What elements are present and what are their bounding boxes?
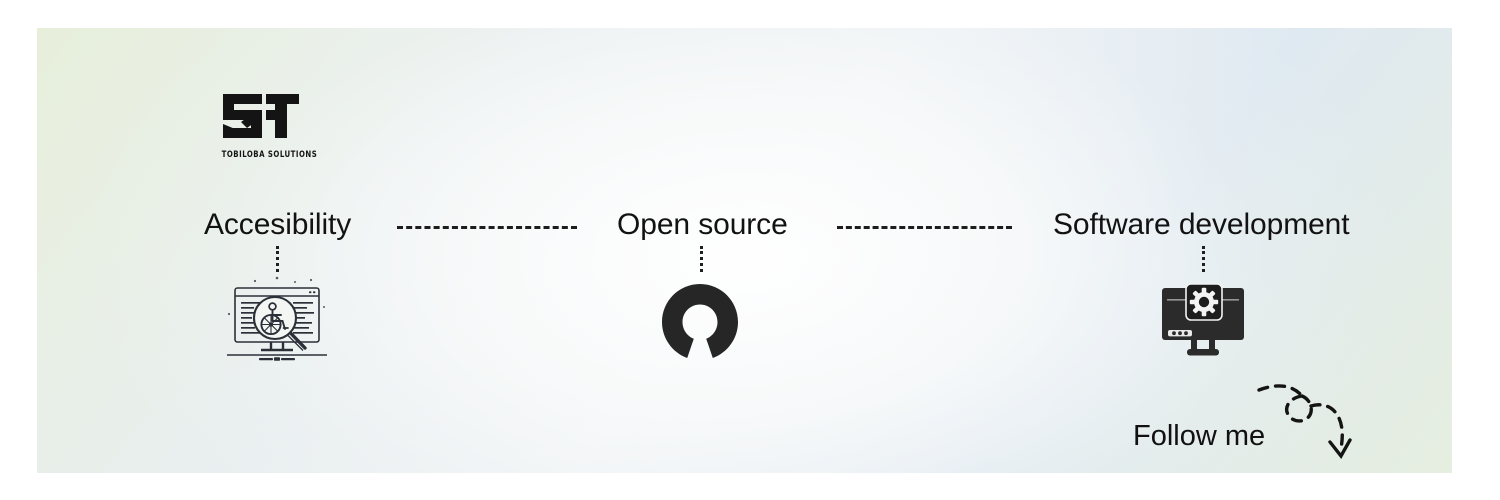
follow-me-label: Follow me [1133,420,1266,452]
pillar-label-open-source: Open source [617,208,788,241]
connector-dashed-accessibility-to-open-source [397,226,577,229]
banner-panel: TOBILOBA SOLUTIONS Accesibility Open sou… [37,28,1452,473]
tobiloba-monogram-icon [223,94,299,138]
connector-dotted-open-source [700,246,703,272]
connector-dotted-software-development [1202,246,1205,272]
pillar-label-software-development: Software development [1053,208,1350,241]
connector-dashed-open-source-to-software [837,226,1012,229]
brand-logo[interactable]: TOBILOBA SOLUTIONS [213,90,318,160]
open-source-keyhole-icon [660,282,740,367]
pillar-label-accessibility: Accesibility [204,208,352,241]
accessibility-monitor-magnifier-icon [225,274,329,367]
brand-wordmark: TOBILOBA SOLUTIONS [221,150,318,160]
connector-dotted-accessibility [276,246,279,272]
monitor-gear-icon [1156,280,1250,369]
curved-dashed-arrow-icon [1255,376,1373,477]
